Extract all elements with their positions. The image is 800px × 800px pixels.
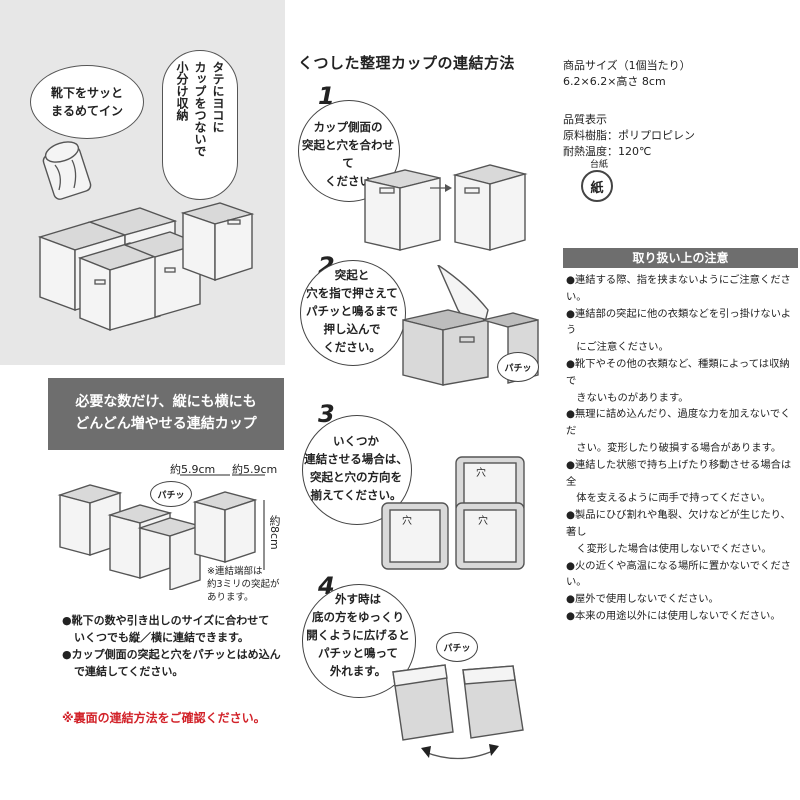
dimension-boxes-illustration: [57, 474, 265, 590]
caution-line: さい。変形したり破損する場合があります。: [566, 441, 782, 454]
bubble-left-line1: 靴下をサッと: [50, 86, 123, 100]
step-2-circle: [300, 260, 406, 366]
quality-label: 品質表示: [563, 113, 607, 126]
caution-line: ●火の近くや高温になる場所に置かないでください。: [566, 559, 791, 589]
sock-icon: [42, 141, 92, 200]
bullet-2-line2: で連結してください。: [74, 665, 184, 678]
vertical-line1: タテにヨコに: [211, 61, 225, 133]
red-warning-note: ※裏面の連結方法をご確認ください。: [62, 711, 266, 725]
step-3-line3: 突起と穴の方向を: [310, 470, 402, 484]
size-value: 6.2×6.2×高さ 8cm: [563, 75, 666, 88]
caution-line: ●無理に詰め込んだり、過度な力を加えないでくだ: [566, 408, 791, 438]
vertical-line3: 小分け収納: [175, 61, 189, 121]
speech-bubble-left: 靴下をサッと まるめてイン: [30, 65, 144, 139]
banner-line1: 必要な数だけ、縦にも横にも: [75, 394, 257, 410]
feature-banner: 必要な数だけ、縦にも横にも どんどん増やせる連結カップ: [48, 378, 284, 450]
caution-line: にご注意ください。: [566, 341, 669, 354]
step-1-line2: 突起と穴を合わせて: [302, 138, 394, 170]
step-2-line3: パチッと鳴るまで: [306, 304, 398, 318]
step-4-line1: 外す時は: [335, 592, 381, 606]
dims-note: ※連結端部は 約3ミリの突起が あります。: [207, 565, 280, 604]
bullet-2-line1: ●カップ側面の突起と穴をパチッとはめ込ん: [62, 648, 281, 661]
step-2-line2: 穴を指で押さえて: [306, 286, 398, 300]
caution-line: ●連結部の突起に他の衣類などを引っ掛けないよう: [566, 307, 792, 337]
width-label-1: 約5.9cm: [170, 463, 216, 476]
caution-line: く変形した場合は使用しないでください。: [566, 542, 772, 555]
bullet-1-line1: ●靴下の数や引き出しのサイズに合わせて: [62, 614, 270, 627]
bubble-left-line2: まるめてイン: [50, 104, 123, 118]
bullet-1-line2: いくつでも縦／横に連結できます。: [74, 631, 249, 644]
caution-header: 取り扱い上の注意: [563, 248, 798, 268]
caution-line: ●製品にひび割れや亀裂、欠けなどが生じたり、著し: [566, 509, 791, 538]
step-1-line3: ください: [325, 174, 371, 188]
step-4-line2: 底の方をゆっくり: [312, 610, 404, 624]
hole-label-1: 穴: [476, 468, 486, 479]
caution-list: ●連結する際、指を挟まないようにご注意ください。 ●連結部の突起に他の衣類などを…: [566, 272, 798, 625]
recycle-mark-text: 紙: [590, 180, 604, 196]
step-1-line1: カップ側面の: [313, 120, 383, 134]
step-3-line2: 連結させる場合は、: [304, 452, 408, 466]
vertical-line2: カップをつないで: [193, 61, 207, 157]
size-label: 商品サイズ（1個当たり）: [563, 59, 691, 72]
caution-line: ●屋外で使用しないでください。: [566, 593, 719, 606]
pachi-badge-step-2: パチッ: [497, 352, 539, 382]
banner-line2: どんどん増やせる連結カップ: [75, 416, 257, 432]
caution-line: ●連結する際、指を挟まないようにご注意ください。: [566, 274, 791, 303]
step-3-text: いくつか 連結させる場合は、 突起と穴の方向を 揃えてください。: [302, 432, 410, 504]
hole-label-3: 穴: [478, 516, 488, 527]
step-3-illustration: [381, 456, 525, 570]
step-2-text: 突起と 穴を指で押さえて パチッと鳴るまで 押し込んで ください。: [300, 266, 404, 356]
caution-line: 体を支えるように両手で持ってください。: [566, 492, 771, 505]
box-single-right: [180, 202, 255, 282]
caution-line: きないものがあります。: [566, 391, 689, 404]
height-label: 約8cm: [268, 515, 281, 550]
step-3-line1: いくつか: [333, 434, 379, 448]
pachi-badge-step-4: パチッ: [436, 632, 478, 662]
hero-boxes-illustration: [37, 141, 255, 332]
step-3-line4: 揃えてください。: [310, 488, 402, 502]
caution-line: ●本来の用途以外には使用しないでください。: [566, 609, 781, 622]
step-2-line5: ください。: [323, 340, 381, 354]
step-2-line1: 突起と: [334, 268, 370, 282]
step-1-illustration: [364, 164, 528, 251]
dims-note-line1: ※連結端部は: [207, 566, 263, 577]
middle-title: くつした整理カップの連結方法: [298, 54, 516, 72]
step-4-line5: 外れます。: [329, 664, 387, 678]
pachi-badge-dim: パチッ: [150, 481, 192, 507]
feature-bullets: ●靴下の数や引き出しのサイズに合わせて いくつでも縦／横に連結できます。 ●カッ…: [62, 612, 287, 680]
step-4-line4: パチッと鳴って: [318, 646, 398, 660]
heat-line: 耐熱温度：120℃: [563, 145, 652, 158]
step-4-text: 外す時は 底の方をゆっくり 開くように広げると パチッと鳴って 外れます。: [302, 590, 414, 680]
dims-note-line2: 約3ミリの突起が: [207, 579, 280, 590]
caution-line: ●靴下やその他の衣類など、種類によっては収納で: [566, 357, 790, 387]
vertical-caption: タテにヨコに カップをつないで 小分け収納: [173, 61, 227, 199]
hero-illustration-panel: 靴下をサッと まるめてイン タテにヨコに カップをつないで 小分け収納: [0, 0, 285, 365]
step-2-line4: 押し込んで: [323, 322, 381, 336]
spec-block: 商品サイズ（1個当たり） 6.2×6.2×高さ 8cm 品質表示 原料樹脂：ポリ…: [563, 58, 695, 160]
box-group-left: [37, 207, 203, 332]
step-1-text: カップ側面の 突起と穴を合わせて ください: [298, 118, 398, 190]
step-4-line3: 開くように広げると: [306, 628, 410, 642]
material-line: 原料樹脂：ポリプロピレン: [563, 129, 695, 142]
width-label-2: 約5.9cm: [232, 463, 278, 476]
dims-note-line3: あります。: [207, 592, 254, 603]
paper-recycle-icon: 紙: [581, 170, 613, 202]
speech-bubble-vertical: タテにヨコに カップをつないで 小分け収納: [162, 50, 238, 200]
recycle-top-label: 台紙: [590, 160, 609, 170]
step-4-illustration: [392, 664, 524, 760]
caution-line: ●連結した状態で持ち上げたり移動させる場合は全: [566, 458, 792, 488]
step-2-illustration: [402, 265, 539, 386]
hole-label-2: 穴: [402, 516, 412, 527]
